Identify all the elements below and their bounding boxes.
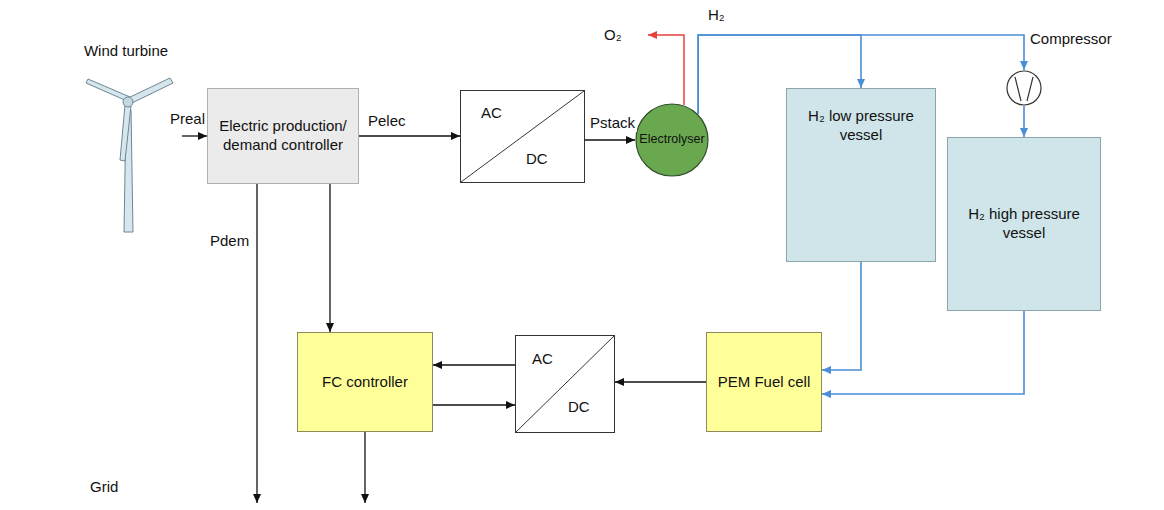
node-text: AC bbox=[532, 350, 553, 369]
node-text: H₂ high pressure vessel bbox=[956, 205, 1092, 243]
hydrogen-pipe bbox=[1023, 106, 1025, 137]
node-text: FC controller bbox=[322, 373, 408, 392]
controller-box: Electric production/ demand controller bbox=[207, 88, 359, 184]
grid-label: Grid bbox=[88, 478, 120, 496]
converter-box: AC DC bbox=[515, 335, 615, 433]
node-text: DC bbox=[526, 150, 548, 169]
converter-box: AC DC bbox=[460, 90, 585, 183]
grid-feed-line bbox=[256, 184, 257, 503]
compressor-shape bbox=[1007, 71, 1041, 105]
grid-feed-line bbox=[364, 432, 365, 503]
hydrogen-pipe bbox=[822, 262, 861, 370]
storage-vessel: H₂ high pressure vessel bbox=[947, 137, 1101, 311]
wind-turbine-illustration bbox=[86, 78, 173, 232]
turbine-blade bbox=[86, 79, 130, 101]
wind-turbine: Wind turbine bbox=[70, 38, 182, 235]
controller-box: FC controller bbox=[297, 332, 433, 432]
node-text: PEM Fuel cell bbox=[718, 373, 811, 392]
diagonal-line bbox=[461, 91, 584, 182]
compressor-symbol: Compressor bbox=[1006, 70, 1042, 106]
oxygen-outlet bbox=[648, 35, 684, 105]
power-flow-arrow bbox=[359, 135, 460, 136]
fuel-cell-box: PEM Fuel cell bbox=[706, 332, 822, 432]
compressor-outline bbox=[1006, 70, 1042, 106]
gas-label: O₂ bbox=[602, 26, 624, 44]
node-text: Electrolyser bbox=[639, 132, 704, 148]
compressor-vane bbox=[1015, 77, 1021, 101]
node-text: DC bbox=[568, 398, 590, 417]
flow-label: Pelec bbox=[366, 112, 408, 130]
electrolyser-shape bbox=[636, 104, 708, 176]
storage-vessel: H₂ low pressure vessel bbox=[786, 88, 936, 262]
flow-label: Preal bbox=[168, 110, 207, 128]
converter-diagonal bbox=[461, 91, 584, 182]
flow-label: H₂ bbox=[706, 6, 727, 24]
flow-label: Pstack bbox=[588, 114, 637, 132]
power-flow-arrow bbox=[585, 139, 635, 140]
power-flow-arrow bbox=[615, 381, 706, 382]
converter-diagonal bbox=[516, 336, 614, 432]
power-flow-arrow bbox=[329, 184, 330, 332]
diagonal-line bbox=[516, 336, 614, 432]
turbine-blade bbox=[120, 105, 131, 161]
node-text: Wind turbine bbox=[84, 42, 168, 61]
node-text: Compressor bbox=[1030, 30, 1112, 49]
electrolyser-circle: Electrolyser bbox=[635, 103, 709, 177]
power-flow-arrow bbox=[433, 404, 515, 405]
node-text: Electric production/ demand controller bbox=[216, 117, 350, 155]
node-text: AC bbox=[481, 104, 502, 123]
flow-label: Pdem bbox=[208, 232, 251, 250]
node-text: H₂ low pressure vessel bbox=[795, 107, 927, 145]
compressor-vane bbox=[1027, 77, 1033, 101]
power-flow-arrow bbox=[433, 364, 515, 365]
power-flow-arrow bbox=[182, 135, 207, 136]
hydrogen-pipe bbox=[822, 311, 1024, 394]
turbine-hub bbox=[123, 97, 133, 107]
